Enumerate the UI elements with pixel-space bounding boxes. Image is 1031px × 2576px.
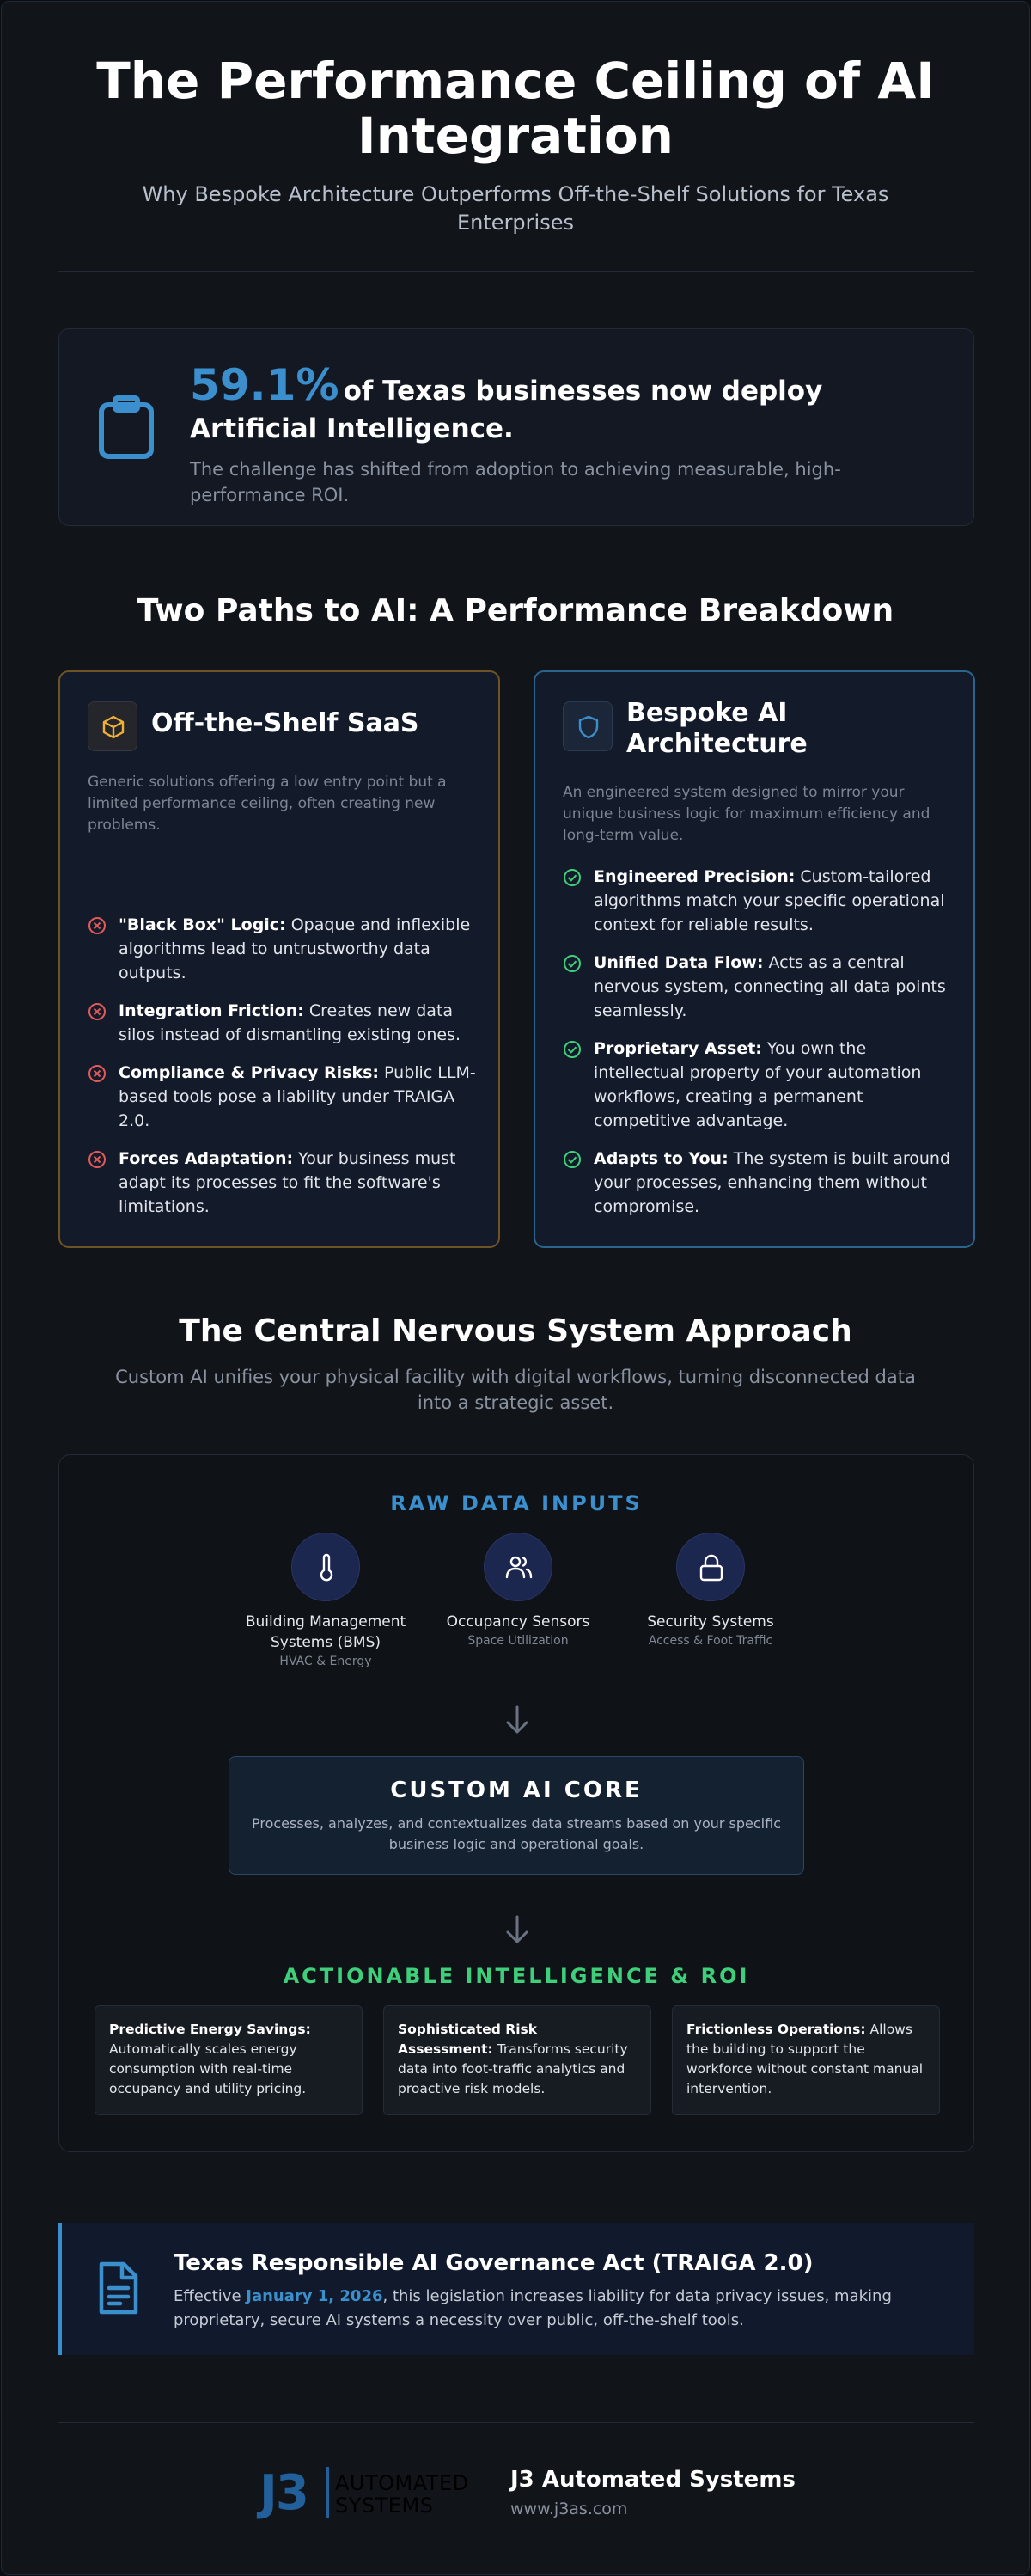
list-item: Forces Adaptation: Your business must ad… bbox=[88, 1147, 476, 1219]
check-circle-icon bbox=[563, 954, 582, 980]
input-name: Building Management Systems (BMS) bbox=[245, 1613, 406, 1651]
roi-label: ACTIONABLE INTELLIGENCE & ROI bbox=[283, 1964, 750, 1988]
list-item: Compliance & Privacy Risks: Public LLM-b… bbox=[88, 1061, 476, 1133]
clipboard-icon bbox=[98, 395, 155, 460]
list-item: Engineered Precision: Custom-tailored al… bbox=[563, 865, 951, 937]
arrow-down-icon bbox=[503, 1704, 531, 1739]
input-bms: Building Management Systems (BMS) HVAC &… bbox=[231, 1533, 420, 1670]
arrow-down-icon bbox=[503, 1914, 531, 1949]
list-item: Integration Friction: Creates new data s… bbox=[88, 999, 476, 1047]
cns-subtitle: Custom AI unifies your physical facility… bbox=[115, 1367, 916, 1413]
footer: J3 AUTOMATED SYSTEMS J3 Automated System… bbox=[2, 2451, 1029, 2537]
lock-icon bbox=[676, 1533, 745, 1601]
custom-ai-core: CUSTOM AI CORE Processes, analyzes, and … bbox=[229, 1756, 804, 1875]
users-icon bbox=[484, 1533, 552, 1601]
list-item: "Black Box" Logic: Opaque and inflexible… bbox=[88, 913, 476, 985]
divider bbox=[58, 2422, 974, 2423]
paths-title: Two Paths to AI: A Performance Breakdown bbox=[137, 593, 894, 628]
input-name: Security Systems bbox=[647, 1613, 774, 1631]
stat-percent: 59.1% bbox=[190, 360, 339, 410]
page-title: The Performance Ceiling of AI Integratio… bbox=[96, 52, 935, 165]
check-circle-icon bbox=[563, 1040, 582, 1066]
x-circle-icon bbox=[88, 1002, 107, 1028]
input-name: Occupancy Sensors bbox=[446, 1613, 590, 1631]
check-circle-icon bbox=[563, 868, 582, 894]
stat-text: 59.1% of Texas businesses now deploy Art… bbox=[190, 360, 946, 508]
roi-card: Sophisticated Risk Assessment: Transform… bbox=[383, 2005, 651, 2115]
bespoke-benefits-list: Engineered Precision: Custom-tailored al… bbox=[563, 865, 951, 1233]
input-sub: Access & Foot Traffic bbox=[648, 1634, 773, 1648]
shield-icon bbox=[563, 701, 613, 751]
adoption-stat-card: 59.1% of Texas businesses now deploy Art… bbox=[58, 328, 974, 526]
document-icon bbox=[96, 2261, 141, 2319]
input-sub: Space Utilization bbox=[467, 1634, 569, 1648]
bespoke-card: Bespoke AI Architecture An engineered sy… bbox=[534, 670, 975, 1248]
list-item: Unified Data Flow: Acts as a central ner… bbox=[563, 951, 951, 1023]
divider bbox=[58, 271, 974, 272]
x-circle-icon bbox=[88, 916, 107, 942]
x-circle-icon bbox=[88, 1150, 107, 1176]
list-item: Adapts to You: The system is built aroun… bbox=[563, 1147, 951, 1219]
saas-description: Generic solutions offering a low entry p… bbox=[88, 774, 447, 834]
saas-card: Off-the-Shelf SaaS Generic solutions off… bbox=[58, 670, 500, 1248]
input-occupancy: Occupancy Sensors Space Utilization bbox=[424, 1533, 613, 1649]
input-security: Security Systems Access & Foot Traffic bbox=[616, 1533, 805, 1649]
check-circle-icon bbox=[563, 1150, 582, 1176]
bespoke-title: Bespoke AI Architecture bbox=[626, 698, 808, 759]
x-circle-icon bbox=[88, 1064, 107, 1090]
core-title: CUSTOM AI CORE bbox=[390, 1778, 643, 1803]
thermometer-icon bbox=[291, 1533, 360, 1601]
core-description: Processes, analyzes, and contextualizes … bbox=[252, 1815, 781, 1852]
stat-lead: of Texas businesses now deploy Artificia… bbox=[190, 376, 823, 444]
brand-name: J3 Automated Systems bbox=[510, 2467, 796, 2493]
saas-title: Off-the-Shelf SaaS bbox=[151, 708, 419, 738]
page-subtitle: Why Bespoke Architecture Outperforms Off… bbox=[142, 182, 889, 235]
inputs-label: RAW DATA INPUTS bbox=[390, 1491, 643, 1515]
list-item: Proprietary Asset: You own the intellect… bbox=[563, 1037, 951, 1133]
law-date: January 1, 2026 bbox=[246, 2287, 383, 2305]
roi-card: Frictionless Operations: Allows the buil… bbox=[672, 2005, 940, 2115]
company-logo: J3 AUTOMATED SYSTEMS bbox=[259, 2465, 469, 2521]
hero-section: The Performance Ceiling of AI Integratio… bbox=[2, 53, 1029, 237]
traiga-callout: Texas Responsible AI Governance Act (TRA… bbox=[58, 2223, 974, 2355]
cns-diagram: RAW DATA INPUTS Building Management Syst… bbox=[58, 1454, 974, 2152]
roi-card: Predictive Energy Savings: Automatically… bbox=[95, 2005, 363, 2115]
stat-description: The challenge has shifted from adoption … bbox=[190, 459, 841, 505]
cns-title: The Central Nervous System Approach bbox=[179, 1313, 852, 1349]
law-text: Effective January 1, 2026, this legislat… bbox=[174, 2287, 892, 2329]
bespoke-description: An engineered system designed to mirror … bbox=[563, 784, 930, 844]
input-sub: HVAC & Energy bbox=[279, 1655, 372, 1668]
website-link[interactable]: www.j3as.com bbox=[510, 2500, 628, 2518]
saas-risks-list: "Black Box" Logic: Opaque and inflexible… bbox=[88, 913, 476, 1233]
box-icon bbox=[88, 701, 137, 751]
law-title: Texas Responsible AI Governance Act (TRA… bbox=[174, 2250, 814, 2276]
